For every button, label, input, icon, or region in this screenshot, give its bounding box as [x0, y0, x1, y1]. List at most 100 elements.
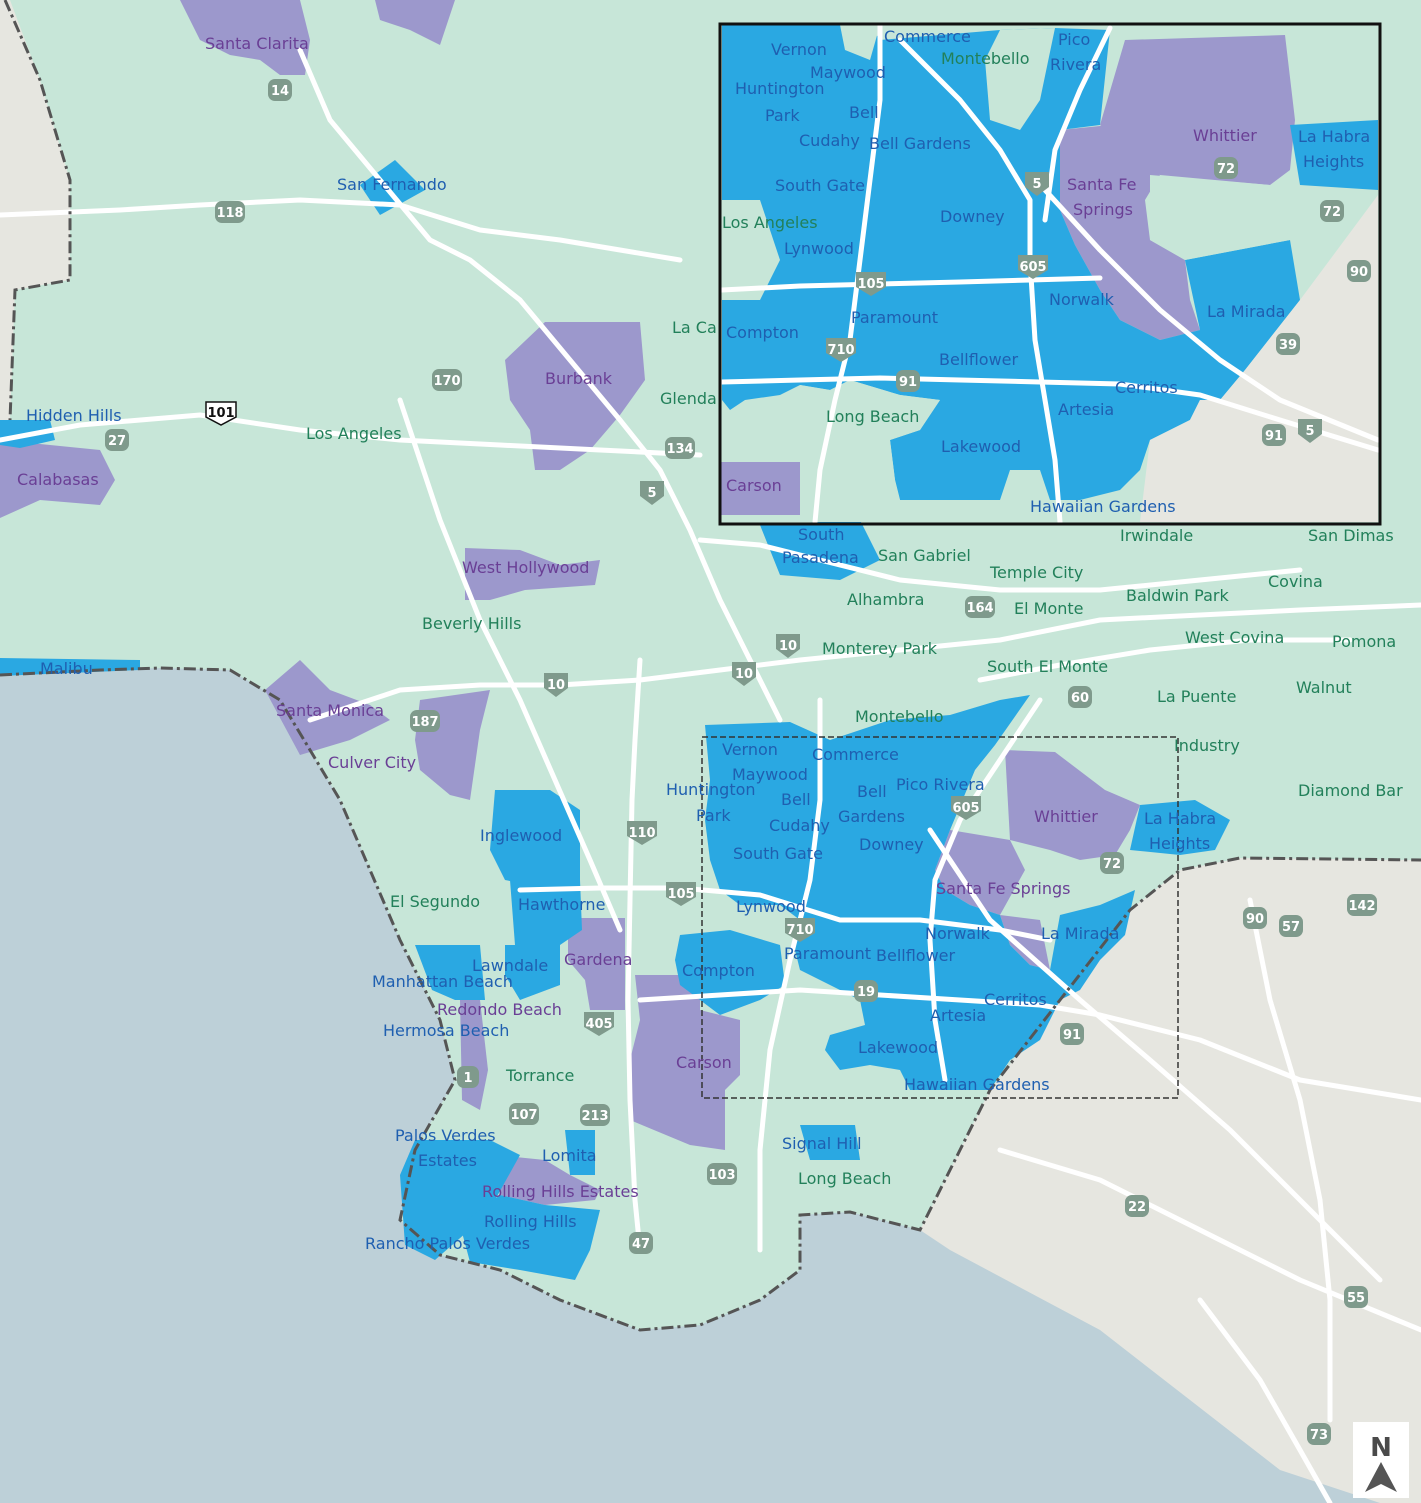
- region-carson: [630, 975, 740, 1150]
- region-santa-monica: [265, 660, 390, 755]
- shield-sr60: 60: [1068, 686, 1092, 708]
- svg-text:5: 5: [647, 486, 656, 501]
- inset-label-pico: Pico: [1058, 30, 1090, 49]
- shield-sr107: 107: [509, 1103, 539, 1125]
- region-santa-clarita-2: [375, 0, 455, 45]
- svg-text:405: 405: [585, 1017, 612, 1032]
- label-hidden-hills: Hidden Hills: [26, 406, 122, 425]
- inset-shield-sr91a: 91: [896, 370, 920, 392]
- shield-i105: 105: [666, 882, 696, 906]
- region-inglewood: [490, 790, 580, 890]
- shield-sr91: 91: [1060, 1023, 1084, 1045]
- inset-label-lakewood: Lakewood: [941, 437, 1021, 456]
- svg-text:134: 134: [666, 442, 693, 457]
- svg-text:14: 14: [271, 84, 289, 99]
- label-long-beach: Long Beach: [798, 1169, 891, 1188]
- label-downey: Downey: [859, 835, 924, 854]
- shield-sr187: 187: [410, 710, 440, 732]
- inset-label-artesia: Artesia: [1058, 400, 1114, 419]
- label-baldwin-park: Baldwin Park: [1126, 586, 1229, 605]
- shield-sr213: 213: [580, 1104, 610, 1126]
- inset-label-heights: Heights: [1303, 152, 1364, 171]
- label-glenda: Glenda: [660, 389, 717, 408]
- svg-text:10: 10: [735, 667, 753, 682]
- label-malibu: Malibu: [40, 659, 93, 678]
- region-hawthorne: [510, 880, 582, 945]
- region-manhattan-beach: [415, 945, 485, 1000]
- inset-label-bell-gardens: Bell Gardens: [869, 134, 971, 153]
- region-gateway: [705, 695, 1135, 1090]
- svg-text:118: 118: [216, 206, 243, 221]
- svg-text:91: 91: [1265, 429, 1283, 444]
- label-cerritos: Cerritos: [984, 990, 1047, 1009]
- shield-sr22: 22: [1125, 1195, 1149, 1217]
- svg-text:57: 57: [1282, 920, 1300, 935]
- region-inset-whittier: [1100, 35, 1295, 185]
- shield-i10b: 10: [732, 662, 756, 686]
- region-signal-hill: [800, 1125, 860, 1160]
- region-rancho-palos-verdes: [460, 1195, 600, 1280]
- region-palos-verdes: [400, 1140, 520, 1260]
- inset-frame[interactable]: [718, 22, 1382, 526]
- label-south-el-monte: South El Monte: [987, 657, 1108, 676]
- svg-text:39: 39: [1279, 338, 1297, 353]
- label-estates: Estates: [418, 1151, 477, 1170]
- label-san-gabriel: San Gabriel: [878, 546, 971, 565]
- north-arrow-letter: N: [1370, 1433, 1392, 1463]
- label-redondo-beach: Redondo Beach: [437, 1000, 562, 1019]
- shield-sr47: 47: [629, 1232, 653, 1254]
- blue-regions: [0, 25, 1378, 1280]
- inset-labels: Vernon Commerce Montebello Pico Rivera M…: [722, 27, 1370, 516]
- shield-us101: 101: [205, 401, 237, 426]
- shield-i5: 5: [640, 481, 664, 505]
- region-santa-fe-springs: [935, 830, 1025, 915]
- region-malibu: [0, 658, 140, 676]
- label-heights: Heights: [1149, 834, 1210, 853]
- inset-label-compton: Compton: [726, 323, 799, 342]
- label-lomita: Lomita: [542, 1146, 597, 1165]
- svg-text:90: 90: [1350, 265, 1368, 280]
- shield-i110: 110: [627, 821, 657, 845]
- shield-sr90: 90: [1243, 907, 1267, 929]
- svg-text:72: 72: [1103, 857, 1121, 872]
- svg-text:22: 22: [1128, 1200, 1146, 1215]
- inset-land: [722, 25, 1378, 522]
- svg-text:27: 27: [108, 434, 126, 449]
- inset-shield-i710: 710: [826, 338, 856, 362]
- label-manhattan-beach: Manhattan Beach: [372, 972, 513, 991]
- inset-label-lynwood: Lynwood: [784, 239, 854, 258]
- shield-i10a: 10: [776, 634, 800, 658]
- svg-text:103: 103: [708, 1168, 735, 1183]
- label-torrance: Torrance: [505, 1066, 574, 1085]
- inset-shield-i105: 105: [856, 272, 886, 296]
- shield-i405: 405: [584, 1012, 614, 1036]
- svg-text:47: 47: [632, 1237, 650, 1252]
- svg-text:187: 187: [411, 715, 438, 730]
- inset-shield-sr91b: 91: [1262, 424, 1286, 446]
- shield-sr57: 57: [1279, 915, 1303, 937]
- inset-reference-box: [701, 736, 1179, 1099]
- region-santa-clarita: [180, 0, 310, 75]
- svg-text:213: 213: [581, 1109, 608, 1124]
- svg-text:605: 605: [952, 801, 979, 816]
- label-compton: Compton: [682, 961, 755, 980]
- label-la-puente: La Puente: [1157, 687, 1236, 706]
- label-el-monte: El Monte: [1014, 599, 1084, 618]
- shield-sr103: 103: [707, 1163, 737, 1185]
- label-walnut: Walnut: [1296, 678, 1352, 697]
- label-pico-rivera: Pico Rivera: [896, 775, 985, 794]
- inset-label-cudahy: Cudahy: [799, 131, 860, 150]
- label-san-fernando: San Fernando: [337, 175, 447, 194]
- label-covina: Covina: [1268, 572, 1323, 591]
- inset-label-whittier: Whittier: [1193, 126, 1257, 145]
- inset-shield-sr72a: 72: [1214, 157, 1238, 179]
- label-beverly-hills: Beverly Hills: [422, 614, 521, 633]
- inset-shield-i5: 5: [1025, 172, 1049, 196]
- north-arrow: N: [1353, 1422, 1409, 1498]
- svg-text:72: 72: [1323, 205, 1341, 220]
- inset-shield-sr39: 39: [1276, 333, 1300, 355]
- svg-text:101: 101: [207, 406, 234, 421]
- shield-sr55: 55: [1344, 1286, 1368, 1308]
- label-culver-city: Culver City: [328, 753, 416, 772]
